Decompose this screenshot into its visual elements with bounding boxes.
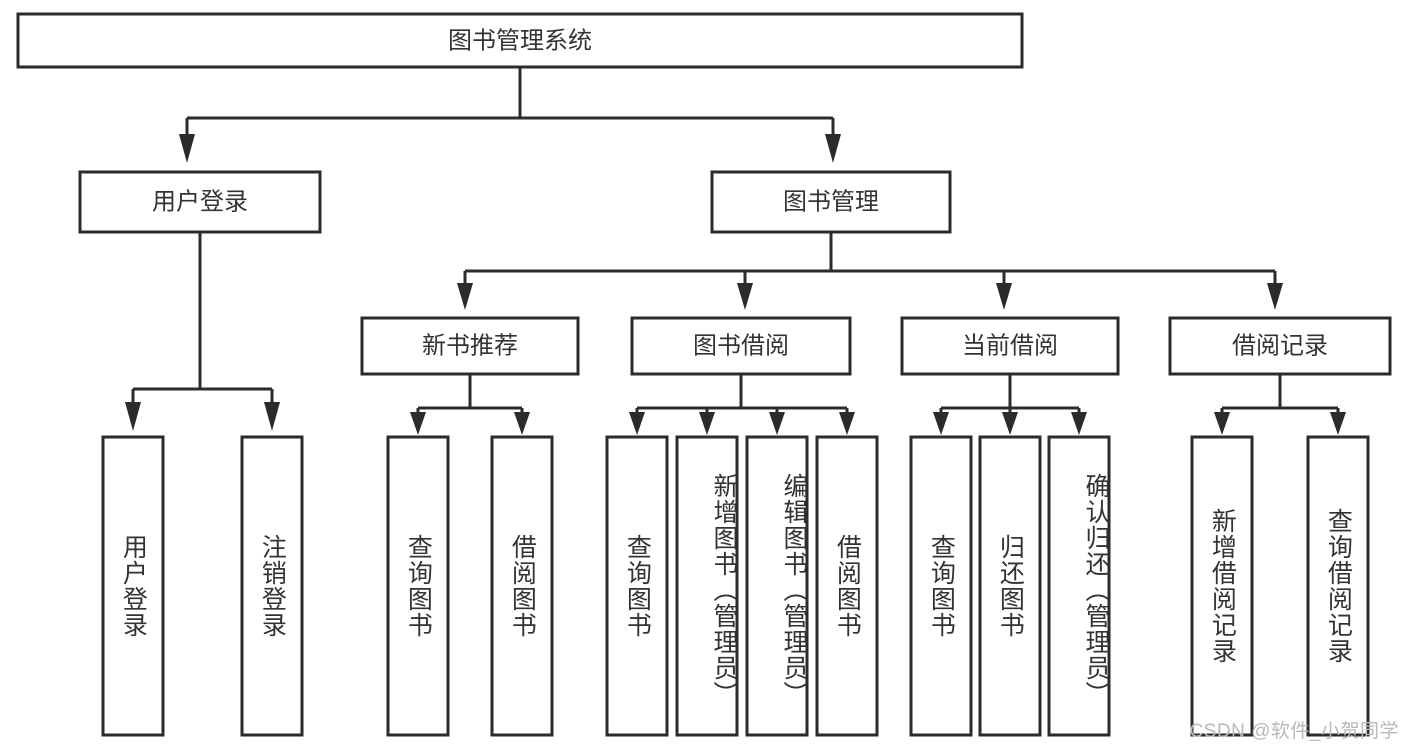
connector-borrow-record-to-leaves [1214,374,1346,435]
arrow-head-book-borrow [737,283,753,310]
node-borrow-record[interactable]: 借阅记录 [1168,316,1392,376]
arrow-head-book-manage [825,134,841,163]
node-new-book-recommend[interactable]: 新书推荐 [360,316,580,376]
arrow-head-leaf-q2 [629,412,645,435]
book-manage-label: 图书管理 [783,188,879,215]
leaf-box-borrow-book-1[interactable] [490,435,554,737]
leaf-box-return-book[interactable] [978,435,1042,737]
arrow-head-leaf-q3 [933,412,949,435]
borrow-record-box [1168,316,1392,376]
arrow-head-leaf-user-login [125,402,141,431]
arrow-head-leaf-query-record [1330,412,1346,435]
current-borrow-box [900,316,1120,376]
arrow-head-user-login [179,134,195,163]
book-manage-box [710,170,952,234]
leaf-box-query-book-2[interactable] [605,435,669,737]
connector-user-login-to-leaves [125,232,280,431]
leaf-box-logout[interactable] [240,435,304,737]
arrow-head-leaf-logout [264,402,280,431]
arrow-head-leaf-q1 [410,412,426,435]
leaf-box-add-book[interactable] [675,435,739,737]
node-book-borrow[interactable]: 图书借阅 [630,316,852,376]
leaf-box-add-record[interactable] [1190,435,1254,737]
arrow-head-borrow-record [1267,283,1283,310]
arrow-head-leaf-b2 [839,412,855,435]
connector-new-book-to-leaves [410,374,530,435]
arrow-head-leaf-add-book [699,412,715,435]
arrow-head-leaf-add-record [1214,412,1230,435]
leaf-box-confirm-return[interactable] [1047,435,1111,737]
leaf-box-query-record[interactable] [1306,435,1370,737]
new-book-recommend-label: 新书推荐 [422,332,518,359]
connector-current-borrow-to-leaves [933,374,1087,435]
book-borrow-label: 图书借阅 [693,332,789,359]
new-book-recommend-box [360,316,580,376]
arrow-head-current-borrow [996,283,1012,310]
connector-book-borrow-to-leaves [629,374,855,435]
root-label: 图书管理系统 [448,27,592,54]
csdn-watermark: CSDN @软件_小贺同学 [1189,721,1399,742]
current-borrow-label: 当前借阅 [962,332,1058,359]
leaf-box-query-book-3[interactable] [909,435,973,737]
arrow-head-leaf-return [1002,412,1018,435]
connector-root-to-level2 [179,67,841,163]
arrow-head-leaf-b1 [514,412,530,435]
book-borrow-box [630,316,852,376]
arrow-head-leaf-confirm-return [1071,412,1087,435]
leaf-box-edit-book[interactable] [745,435,809,737]
node-current-borrow[interactable]: 当前借阅 [900,316,1120,376]
connector-book-manage-to-level3 [457,232,1283,310]
arrow-head-new-book [457,283,473,310]
leaf-box-query-book-1[interactable] [386,435,450,737]
borrow-record-label: 借阅记录 [1232,332,1328,359]
root-box [16,12,1024,69]
node-book-manage[interactable]: 图书管理 [710,170,952,234]
arrow-head-leaf-edit-book [769,412,785,435]
node-root[interactable]: 图书管理系统 [16,12,1024,69]
leaf-box-user-login[interactable] [101,435,165,737]
node-user-login[interactable]: 用户登录 [78,170,322,234]
leaf-box-borrow-book-2[interactable] [815,435,879,737]
user-login-label: 用户登录 [152,188,248,215]
